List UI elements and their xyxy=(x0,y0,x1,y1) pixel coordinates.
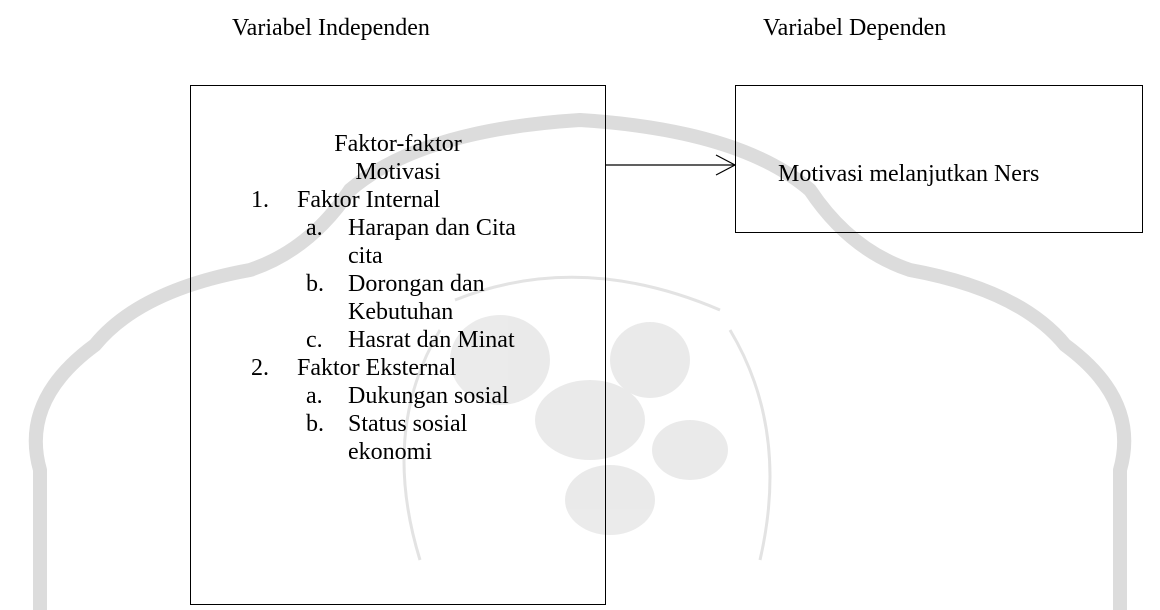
sub-list-letter: a. xyxy=(306,383,323,409)
list-item-label: Faktor Internal xyxy=(297,187,441,213)
sub-list-label: cita xyxy=(348,243,383,269)
sub-list-label: Hasrat dan Minat xyxy=(348,327,515,353)
sub-list-label: ekonomi xyxy=(348,439,432,465)
sub-list-letter: c. xyxy=(306,327,323,353)
list-number: 2. xyxy=(251,355,269,381)
independent-variable-heading: Variabel Independen xyxy=(232,15,430,41)
list-number: 1. xyxy=(251,187,269,213)
independent-variable-box: Faktor-faktor Motivasi 1. Faktor Interna… xyxy=(190,85,606,605)
sub-list-label: Dorongan dan xyxy=(348,271,485,297)
sub-list-label: Harapan dan Cita xyxy=(348,215,516,241)
sub-list-letter: b. xyxy=(306,411,324,437)
list-item-label: Faktor Eksternal xyxy=(297,355,457,381)
box-title-line-2: Motivasi xyxy=(355,159,441,185)
dependent-variable-heading: Variabel Dependen xyxy=(763,15,947,41)
sub-list-letter: b. xyxy=(306,271,324,297)
box-title-line-1: Faktor-faktor xyxy=(334,131,462,157)
dependent-variable-box: Motivasi melanjutkan Ners xyxy=(735,85,1143,233)
sub-list-label: Status sosial xyxy=(348,411,468,437)
dependent-variable-text: Motivasi melanjutkan Ners xyxy=(778,161,1040,187)
sub-list-label: Kebutuhan xyxy=(348,299,454,325)
sub-list-letter: a. xyxy=(306,215,323,241)
sub-list-label: Dukungan sosial xyxy=(348,383,509,409)
arrow-right-icon xyxy=(606,154,737,176)
